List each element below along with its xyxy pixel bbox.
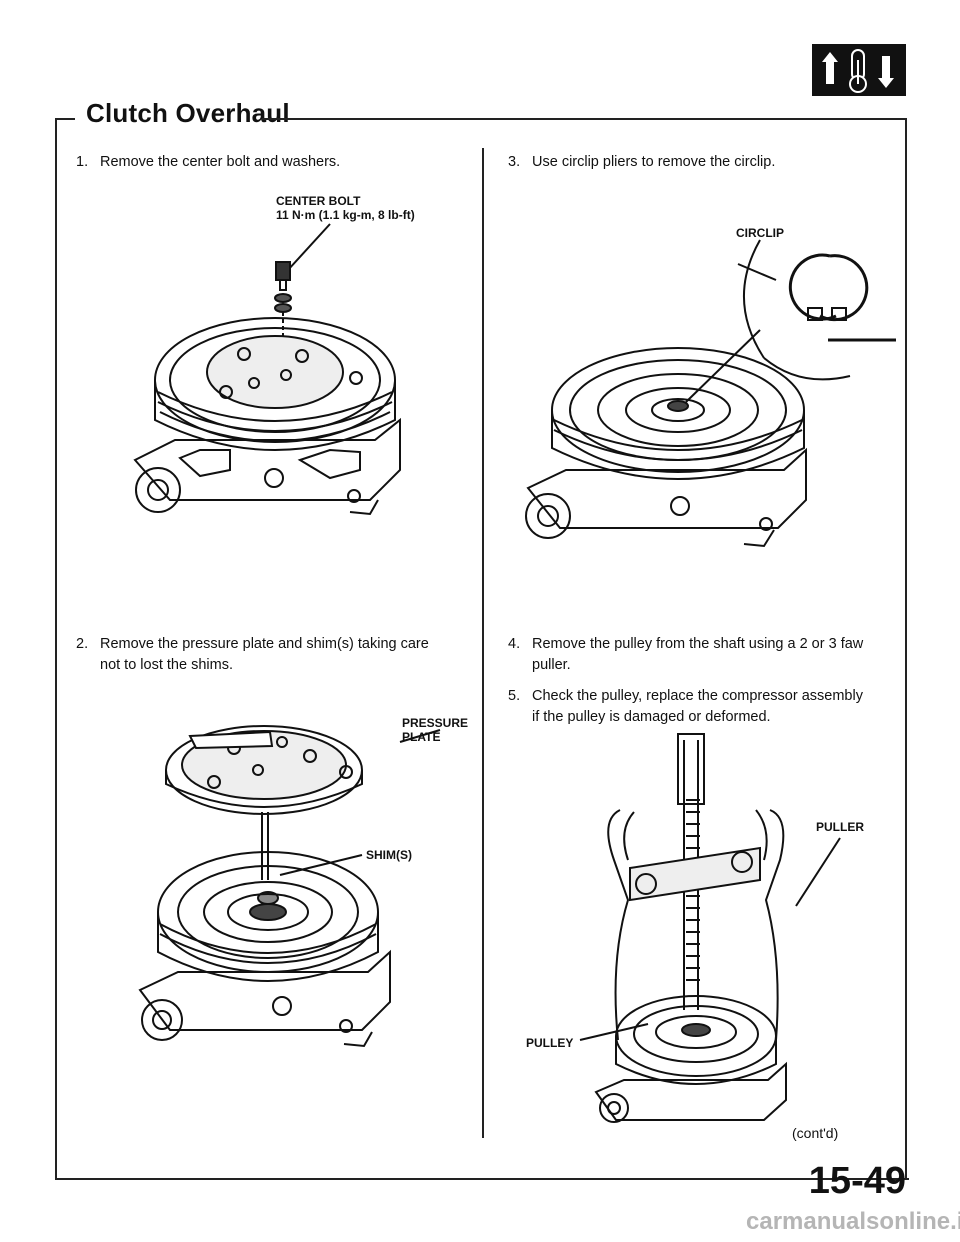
continued-note: (cont'd) bbox=[792, 1125, 839, 1141]
step-4: 4. Remove the pulley from the shaft using… bbox=[508, 634, 863, 655]
label-puller: PULLER bbox=[816, 820, 864, 834]
puller-illustration bbox=[579, 733, 841, 1123]
step-2-continuation: not to lost the shims. bbox=[100, 657, 233, 673]
step-2: 2. Remove the pressure plate and shim(s) … bbox=[76, 634, 429, 655]
label-plate: PLATE bbox=[402, 730, 441, 744]
step-text: Remove the pressure plate and shim(s) ta… bbox=[100, 636, 429, 652]
label-pressure: PRESSURE bbox=[402, 716, 469, 730]
step-1: 1. Remove the center bolt and washers. bbox=[76, 152, 340, 173]
label-center-bolt: CENTER BOLT bbox=[276, 194, 361, 208]
step-number: 1. bbox=[76, 154, 89, 170]
step-4-continuation: puller. bbox=[532, 657, 571, 673]
step-number: 5. bbox=[508, 688, 521, 704]
step-number: 3. bbox=[508, 154, 521, 170]
compressor-illustration-3 bbox=[525, 239, 896, 548]
page-number: 15-49 bbox=[808, 1160, 906, 1202]
compressor-illustration-1 bbox=[133, 223, 401, 516]
column-divider bbox=[482, 148, 484, 1138]
step-3: 3. Use circlip pliers to remove the circl… bbox=[508, 152, 775, 173]
thermometer-icon bbox=[812, 44, 906, 96]
watermark: carmanualsonline.info bbox=[746, 1208, 960, 1235]
thermometer-icon-box bbox=[812, 44, 906, 96]
step-text: Remove the center bolt and washers. bbox=[100, 154, 341, 170]
step-number: 4. bbox=[508, 636, 521, 652]
step-text: Use circlip pliers to remove the circlip… bbox=[532, 154, 776, 170]
label-pulley: PULLEY bbox=[526, 1036, 574, 1050]
step-5: 5. Check the pulley, replace the compress… bbox=[508, 686, 863, 707]
page-title: Clutch Overhaul bbox=[86, 98, 290, 128]
content-frame bbox=[55, 118, 909, 1180]
frame-line bbox=[905, 118, 907, 1180]
label-shims: SHIM(S) bbox=[366, 848, 412, 862]
step-5-continuation: if the pulley is damaged or deformed. bbox=[532, 709, 771, 725]
step-number: 2. bbox=[76, 636, 89, 652]
frame-line bbox=[55, 118, 75, 120]
step-text: Remove the pulley from the shaft using a… bbox=[532, 636, 864, 652]
label-circlip: CIRCLIP bbox=[736, 226, 784, 240]
label-center-bolt-torque: 11 N·m (1.1 kg-m, 8 lb-ft) bbox=[276, 208, 415, 222]
frame-line bbox=[262, 118, 907, 120]
compressor-illustration-2 bbox=[138, 725, 441, 1048]
step-text: Check the pulley, replace the compressor… bbox=[532, 688, 863, 704]
